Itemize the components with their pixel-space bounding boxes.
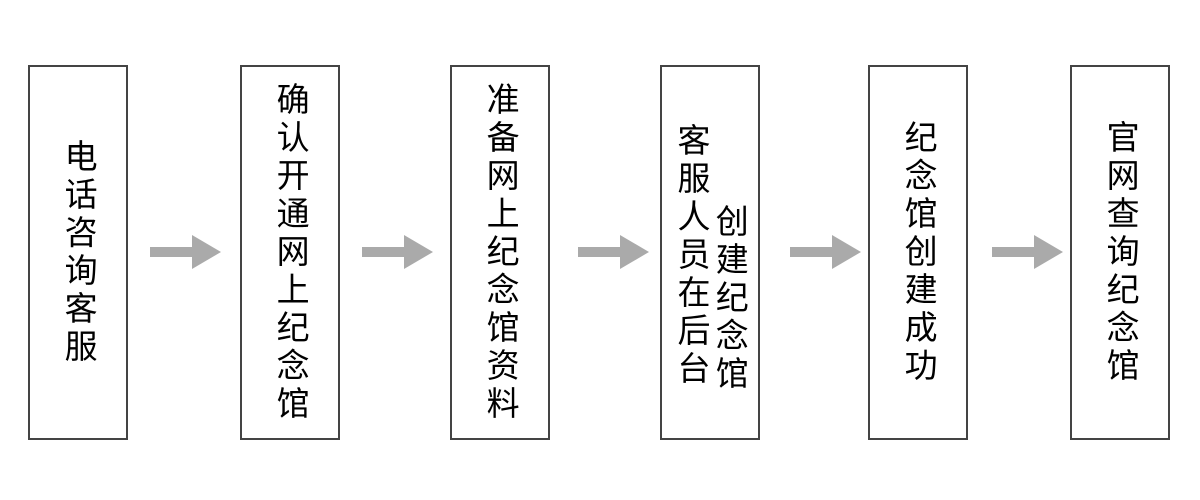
flow-node-step-1[interactable]: 电话咨询客服 (28, 65, 128, 440)
flow-node-label: 电话咨询客服 (59, 138, 99, 367)
right-arrow-icon (790, 234, 862, 270)
flow-node-label: 准备网上纪念馆资料 (481, 81, 521, 424)
flow-node-label: 纪念馆创建成功 (899, 119, 939, 386)
right-arrow-icon (150, 234, 222, 270)
flow-node-label-column-right: 创建纪念馆 (710, 204, 750, 394)
flow-node-label: 确认开通网上纪念馆 (271, 81, 311, 424)
right-arrow-icon (992, 234, 1064, 270)
flow-node-label-column-left: 客服人员在后台 (672, 123, 711, 389)
flow-node-step-5[interactable]: 纪念馆创建成功 (868, 65, 968, 440)
flow-node-step-3[interactable]: 准备网上纪念馆资料 (450, 65, 550, 440)
flow-node-step-4[interactable]: 创建纪念馆 客服人员在后台 (660, 65, 760, 440)
flow-node-step-2[interactable]: 确认开通网上纪念馆 (240, 65, 340, 440)
flow-node-label: 官网查询纪念馆 (1101, 119, 1141, 386)
flow-node-step-6[interactable]: 官网查询纪念馆 (1070, 65, 1170, 440)
right-arrow-icon (362, 234, 434, 270)
right-arrow-icon (578, 234, 650, 270)
